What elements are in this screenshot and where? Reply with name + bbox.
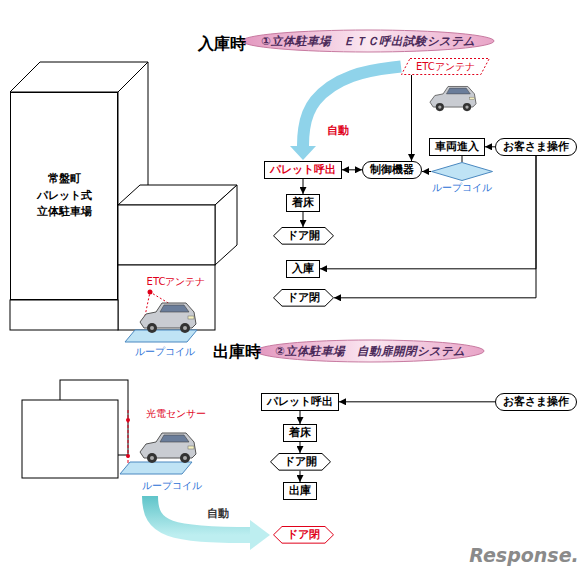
system-banner: ①立体駐車場 ＥＴＣ呼出試験システム <box>241 29 495 53</box>
auto-arrow <box>150 496 270 550</box>
connector <box>334 156 536 298</box>
car <box>430 86 476 111</box>
arrow-head <box>290 146 316 160</box>
car <box>140 303 196 333</box>
parking-building <box>10 62 237 330</box>
node-text: 常盤町 パレット式 立体駐車場 <box>32 171 96 221</box>
node-text: 出庫 <box>289 484 311 496</box>
process-box: 出庫 <box>283 482 317 500</box>
connector-line <box>303 212 304 227</box>
gate-walls <box>22 380 128 478</box>
node-text: 制御機器 <box>370 163 414 175</box>
antenna-box: ETCアンテナ <box>401 58 490 75</box>
node-text: お客さま操作 <box>503 395 569 407</box>
connector-line <box>300 442 301 453</box>
connector <box>342 169 362 170</box>
connector-line <box>334 156 536 298</box>
process-box: 着床 <box>283 424 317 442</box>
node-text: ドア開 <box>287 229 320 241</box>
connector <box>300 442 301 453</box>
connector-line <box>300 411 301 424</box>
door-step-hexagon: ドア開 <box>270 453 331 471</box>
process-box: パレット呼出 <box>264 161 342 179</box>
building-box: 常盤町 パレット式 立体駐車場 <box>10 92 118 300</box>
car <box>140 433 196 463</box>
connector-line <box>339 401 495 402</box>
section-heading: 出庫時 <box>213 342 261 363</box>
node-text: パレット呼出 <box>270 163 336 175</box>
operation-box: お客さま操作 <box>495 393 577 411</box>
connector-line <box>422 171 431 172</box>
connector-line <box>342 169 362 170</box>
connector <box>303 212 304 227</box>
connector-line <box>300 471 301 482</box>
connector-line <box>462 156 463 162</box>
node-text: ②立体駐車場 自動扉開閉システム <box>275 344 465 359</box>
node-text: ドア開 <box>284 455 317 467</box>
connector <box>300 411 301 424</box>
connector <box>320 156 536 269</box>
loop-coil-diamond: ループコイル <box>431 162 493 194</box>
auto-arrow <box>303 67 401 149</box>
process-box: 車両進入 <box>429 138 485 156</box>
operation-box: 制御機器 <box>362 161 422 179</box>
part-label: ループコイル <box>142 479 202 493</box>
connector-line <box>485 146 495 147</box>
connector-line <box>320 156 536 269</box>
connector <box>303 179 304 194</box>
node-text: パレット呼出 <box>267 395 333 407</box>
node-text: ループコイル <box>431 181 493 194</box>
node-text: 車両進入 <box>435 140 479 152</box>
section-heading: 入庫時 <box>198 34 246 55</box>
process-box: パレット呼出 <box>261 393 339 411</box>
node-text: ①立体駐車場 ＥＴＣ呼出試験システム <box>261 34 475 49</box>
node-text: ETCアンテナ <box>416 61 475 72</box>
photo-sensor <box>126 410 130 466</box>
part-label: ループコイル <box>135 345 195 359</box>
connector-line <box>303 179 304 194</box>
watermark: Response. <box>469 544 578 566</box>
connector <box>290 67 401 161</box>
connector <box>411 75 412 161</box>
operation-box: お客さま操作 <box>495 138 577 156</box>
connector <box>422 171 431 172</box>
door-step-hexagon: ドア閉 <box>273 289 334 307</box>
node-text: お客さま操作 <box>503 140 569 152</box>
auto-label: 自動 <box>207 506 229 521</box>
edge-label: 自動 <box>325 123 351 138</box>
system-banner: ②立体駐車場 自動扉開閉システム <box>255 339 485 363</box>
process-box: 入庫 <box>286 260 320 278</box>
node-text: 着床 <box>292 196 314 208</box>
loop-coil <box>120 462 192 474</box>
door-step-hexagon: ドア開 <box>273 227 334 245</box>
node-text: 着床 <box>289 426 311 438</box>
process-box: 着床 <box>286 194 320 212</box>
connector <box>485 146 495 147</box>
connector <box>300 471 301 482</box>
node-text: ドア閉 <box>287 291 320 303</box>
connector-line <box>411 75 412 161</box>
node-text: 入庫 <box>292 262 314 274</box>
door-step-hexagon: ドア閉 <box>273 526 334 544</box>
connector <box>339 401 495 402</box>
node-text: ドア閉 <box>287 528 320 540</box>
part-label: 光電センサー <box>146 407 206 421</box>
part-label: ETCアンテナ <box>147 275 206 289</box>
connector <box>462 156 463 162</box>
